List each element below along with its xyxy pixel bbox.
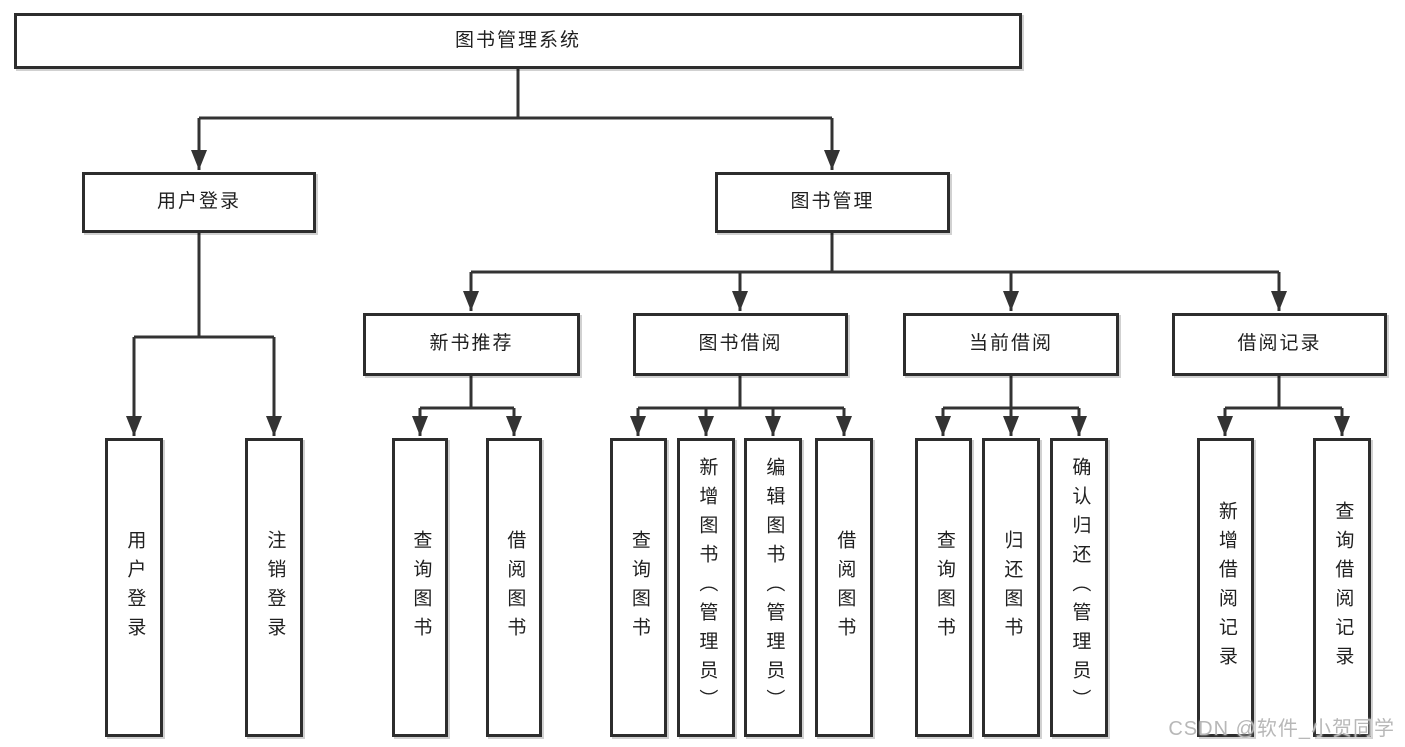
leaf-add-borrow-record: 新增借阅记录 bbox=[1197, 438, 1254, 737]
leaf-query-book-3: 查询图书 bbox=[915, 438, 972, 737]
node-current-borrow-label: 当前借阅 bbox=[968, 333, 1053, 355]
leaf-add-book-admin-label: 新增图书（管理员） bbox=[696, 457, 718, 718]
node-new-book-recommend: 新书推荐 bbox=[363, 313, 580, 376]
leaf-borrow-book-1: 借阅图书 bbox=[486, 438, 542, 737]
node-borrow-records-label: 借阅记录 bbox=[1237, 333, 1322, 355]
leaf-edit-book-admin: 编辑图书（管理员） bbox=[744, 438, 802, 737]
node-user-login: 用户登录 bbox=[82, 172, 316, 233]
node-borrow-records: 借阅记录 bbox=[1172, 313, 1387, 376]
leaf-confirm-return-admin-label: 确认归还（管理员） bbox=[1069, 457, 1091, 718]
leaf-user-login: 用户登录 bbox=[105, 438, 163, 737]
connector-user-login-to-leaves bbox=[126, 233, 282, 436]
node-new-book-recommend-label: 新书推荐 bbox=[429, 333, 514, 355]
leaf-logout-label: 注销登录 bbox=[264, 529, 286, 646]
leaf-query-book-2: 查询图书 bbox=[610, 438, 667, 737]
leaf-user-login-label: 用户登录 bbox=[124, 529, 146, 646]
node-root-label: 图书管理系统 bbox=[454, 29, 581, 51]
leaf-query-book-1-label: 查询图书 bbox=[410, 529, 432, 646]
leaf-return-book-label: 归还图书 bbox=[1001, 529, 1023, 646]
leaf-query-book-3-label: 查询图书 bbox=[933, 529, 955, 646]
leaf-confirm-return-admin: 确认归还（管理员） bbox=[1050, 438, 1108, 737]
node-book-borrow-label: 图书借阅 bbox=[698, 333, 783, 355]
node-root: 图书管理系统 bbox=[14, 13, 1022, 69]
leaf-query-book-2-label: 查询图书 bbox=[628, 529, 650, 646]
leaf-query-borrow-record: 查询借阅记录 bbox=[1313, 438, 1371, 737]
leaf-edit-book-admin-label: 编辑图书（管理员） bbox=[763, 457, 785, 718]
leaf-add-borrow-record-label: 新增借阅记录 bbox=[1215, 500, 1237, 675]
connector-book-management-to-level3 bbox=[463, 233, 1287, 311]
leaf-borrow-book-2: 借阅图书 bbox=[815, 438, 873, 737]
leaf-borrow-book-1-label: 借阅图书 bbox=[504, 529, 526, 646]
leaf-query-borrow-record-label: 查询借阅记录 bbox=[1332, 500, 1354, 675]
node-current-borrow: 当前借阅 bbox=[903, 313, 1119, 376]
connector-book-borrow-to-leaves bbox=[630, 376, 852, 436]
node-book-management: 图书管理 bbox=[715, 172, 950, 233]
node-book-management-label: 图书管理 bbox=[790, 191, 875, 213]
leaf-add-book-admin: 新增图书（管理员） bbox=[677, 438, 735, 737]
leaf-query-book-1: 查询图书 bbox=[392, 438, 448, 737]
connector-current-borrow-to-leaves bbox=[935, 376, 1087, 436]
node-user-login-label: 用户登录 bbox=[156, 191, 241, 213]
csdn-watermark: CSDN @软件_小贺同学 bbox=[1168, 718, 1395, 740]
connector-new-book-recommend-to-leaves bbox=[412, 376, 522, 436]
leaf-logout: 注销登录 bbox=[245, 438, 303, 737]
connector-borrow-records-to-leaves bbox=[1217, 376, 1350, 436]
leaf-borrow-book-2-label: 借阅图书 bbox=[834, 529, 856, 646]
node-book-borrow: 图书借阅 bbox=[633, 313, 848, 376]
connector-root-to-level2 bbox=[191, 69, 840, 170]
leaf-return-book: 归还图书 bbox=[982, 438, 1040, 737]
